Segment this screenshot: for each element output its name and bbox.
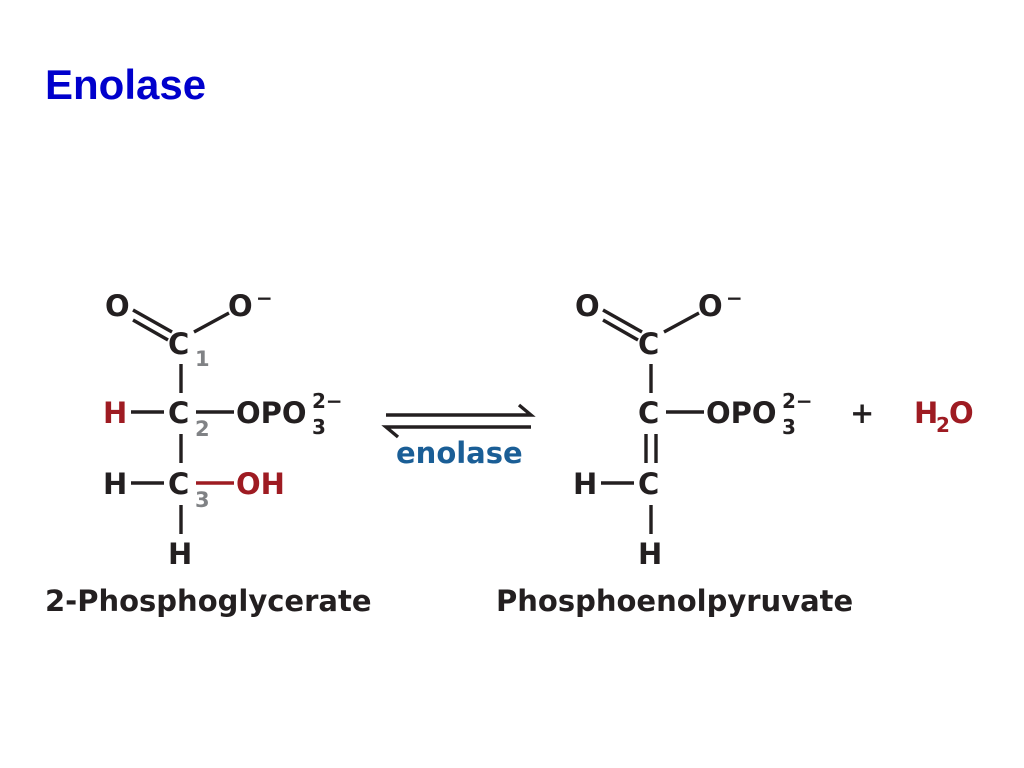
reactant-c2: C [168,396,189,430]
reactant-hydrogen-c3: H [103,467,127,501]
product-hydrogen-bottom: H [638,537,662,571]
reactant-c3-number: 3 [195,488,210,512]
product-hydrogen-c3: H [573,467,597,501]
water-oxygen: O [949,396,974,430]
product-carbonyl-oxygen: O [575,289,600,323]
product-name: Phosphoenolpyruvate [496,584,853,618]
reactant-phosphate-subscript: 3 [312,415,326,439]
reactant-c1-o-single-bond [193,311,230,334]
reactant-carboxylate-oxygen: O [228,289,253,323]
product-phosphoenolpyruvate: O O − C C OPO 3 2− H C H + H 2 O Pho [496,286,974,618]
water-subscript: 2 [936,413,950,437]
product-phosphate-charge: 2− [782,389,813,413]
reverse-half-arrow [381,425,531,439]
reactant-hydrogen-c2: H [103,396,127,430]
plus-sign: + [850,396,874,430]
reactant-c2-number: 2 [195,417,210,441]
forward-half-arrow [386,403,536,417]
product-phosphate-subscript: 3 [782,415,796,439]
reactant-phosphate: OPO [236,396,307,430]
product-c1-o-double-bond-b [602,318,639,342]
reactant-carbonyl-oxygen: O [105,289,130,323]
reactant-2-phosphoglycerate: O O − C 1 H C 2 OPO 3 2− H C 3 OH H [45,286,372,618]
reactant-c1-o-double-bond-b [132,318,169,342]
reactant-c1: C [168,327,189,361]
equilibrium-arrows: enolase [381,403,536,470]
reactant-hydrogen-bottom: H [168,537,192,571]
product-c1-o-single-bond [663,311,700,334]
reactant-c1-o-double-bond-a [132,308,173,334]
product-phosphate: OPO [706,396,777,430]
enzyme-label: enolase [396,436,523,470]
product-c1-o-double-bond-a [602,308,643,334]
product-c3: C [638,467,659,501]
reactant-c3: C [168,467,189,501]
water-hydrogen: H [914,396,938,430]
reactant-hydroxyl: OH [236,467,285,501]
reactant-c1-number: 1 [195,347,210,371]
product-c1: C [638,327,659,361]
page-title: Enolase [45,61,207,108]
reactant-name: 2-Phosphoglycerate [45,584,372,618]
reactant-carboxylate-charge: − [256,286,273,310]
reactant-phosphate-charge: 2− [312,389,343,413]
water-molecule: H 2 O [914,396,974,437]
product-carboxylate-oxygen: O [698,289,723,323]
product-c2: C [638,396,659,430]
product-carboxylate-charge: − [726,286,743,310]
